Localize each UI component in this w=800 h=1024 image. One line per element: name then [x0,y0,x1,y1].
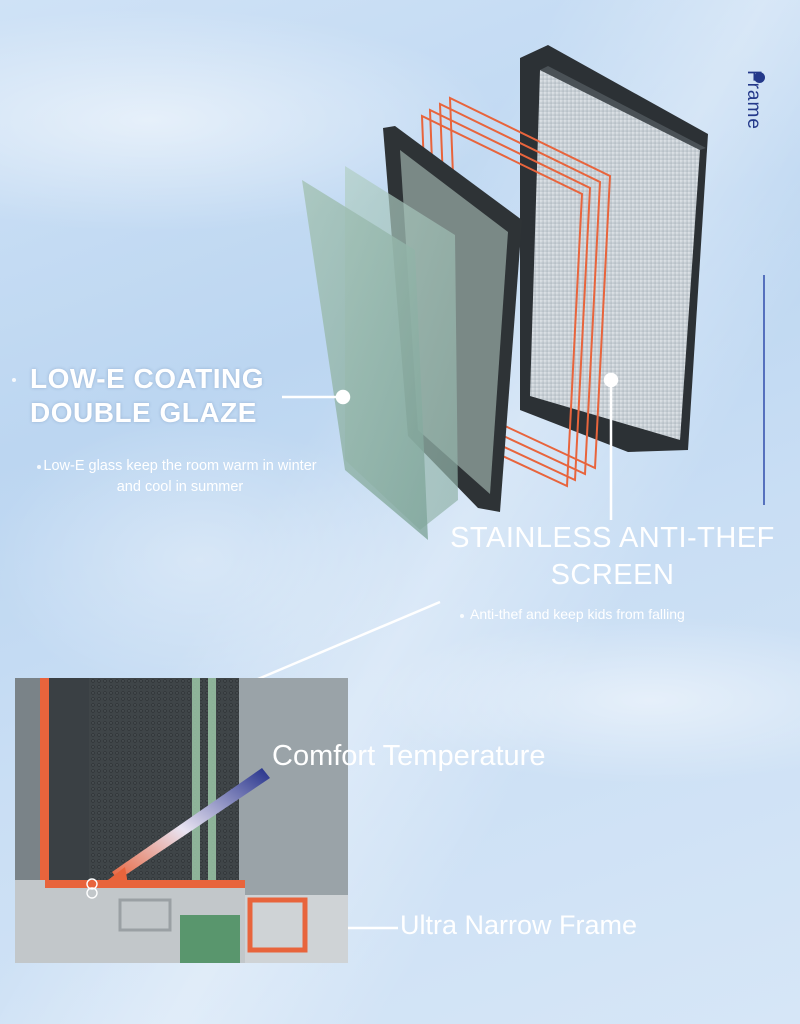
lowe-title-line2: DOUBLE GLAZE [30,397,257,428]
lowe-title: LOW-E COATING DOUBLE GLAZE [30,362,264,430]
lowe-bullet [12,378,16,382]
comfort-arrow [100,768,270,886]
comfort-title: Comfort Temperature [272,740,546,772]
screen-title: STAINLESS ANTI-THEF SCREEN [450,522,775,591]
lowe-title-line1: LOW-E COATING [30,363,265,394]
narrow-frame-title: Ultra Narrow Frame [400,910,638,940]
lowe-description: Low-E glass keep the room warm in winter… [43,458,317,495]
frame-bullet [754,72,765,83]
logo-icon [86,878,98,899]
main-frame [520,45,708,452]
lowe-desc-bullet [37,465,41,469]
outer-glass-pane [302,180,428,540]
screen-desc-bullet [460,614,464,618]
frame-label: Frame [743,70,764,130]
cross-section-detail [15,678,348,963]
screen-description: Anti-thef and keep kids from falling [470,606,685,622]
